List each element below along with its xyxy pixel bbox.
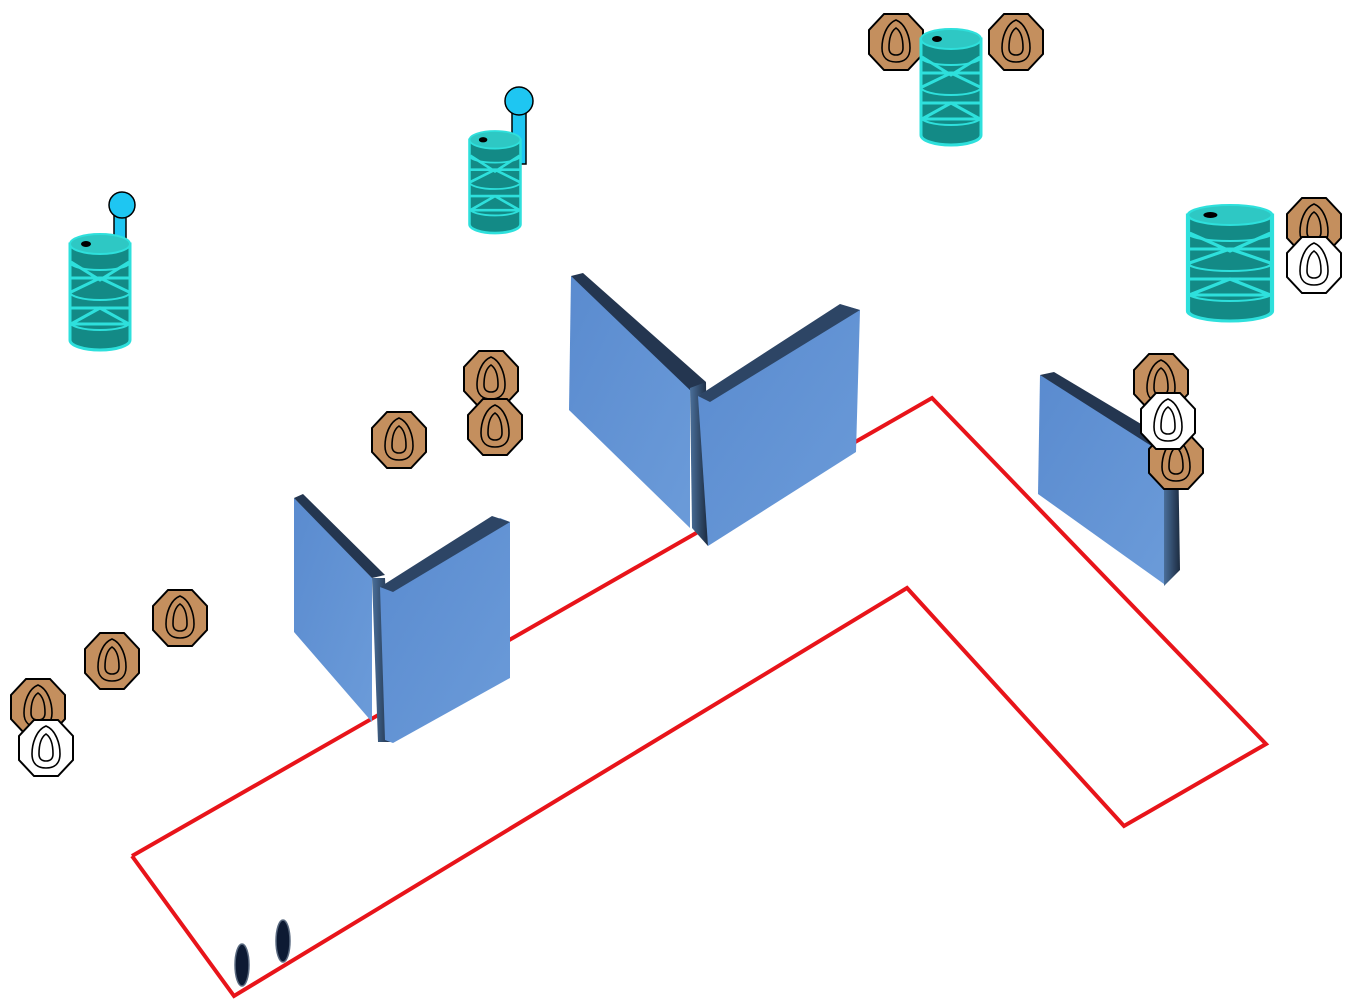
paper-target-icon	[467, 398, 523, 456]
barrel-right-group	[1188, 197, 1342, 321]
paper-target-icon	[84, 632, 140, 690]
footprint-icon	[234, 943, 250, 987]
paper-target-icon	[868, 13, 924, 71]
barrel-icon	[1188, 205, 1272, 321]
paper-target-icon	[152, 589, 208, 647]
barrel-top-group	[868, 13, 1044, 147]
target-cluster-left	[10, 589, 208, 777]
fault-line-outer	[130, 395, 1270, 999]
paper-target-icon	[988, 13, 1044, 71]
barrel-icon	[919, 27, 983, 147]
barrel-center-with-popper	[468, 86, 534, 235]
wall-center-pair	[569, 273, 860, 546]
target-cluster-center-left	[371, 350, 523, 469]
footprint-icon	[275, 919, 291, 963]
barrel-icon	[68, 232, 132, 352]
no-shoot-target-icon	[1140, 392, 1196, 450]
start-position	[234, 919, 291, 987]
barrel-icon	[468, 129, 522, 235]
fault-line	[130, 395, 1270, 999]
paper-target-icon	[371, 411, 427, 469]
no-shoot-target-icon	[18, 719, 74, 777]
wall-left-pair	[294, 494, 510, 743]
no-shoot-target-icon	[1286, 236, 1342, 294]
barrel-left-with-popper	[68, 191, 136, 352]
